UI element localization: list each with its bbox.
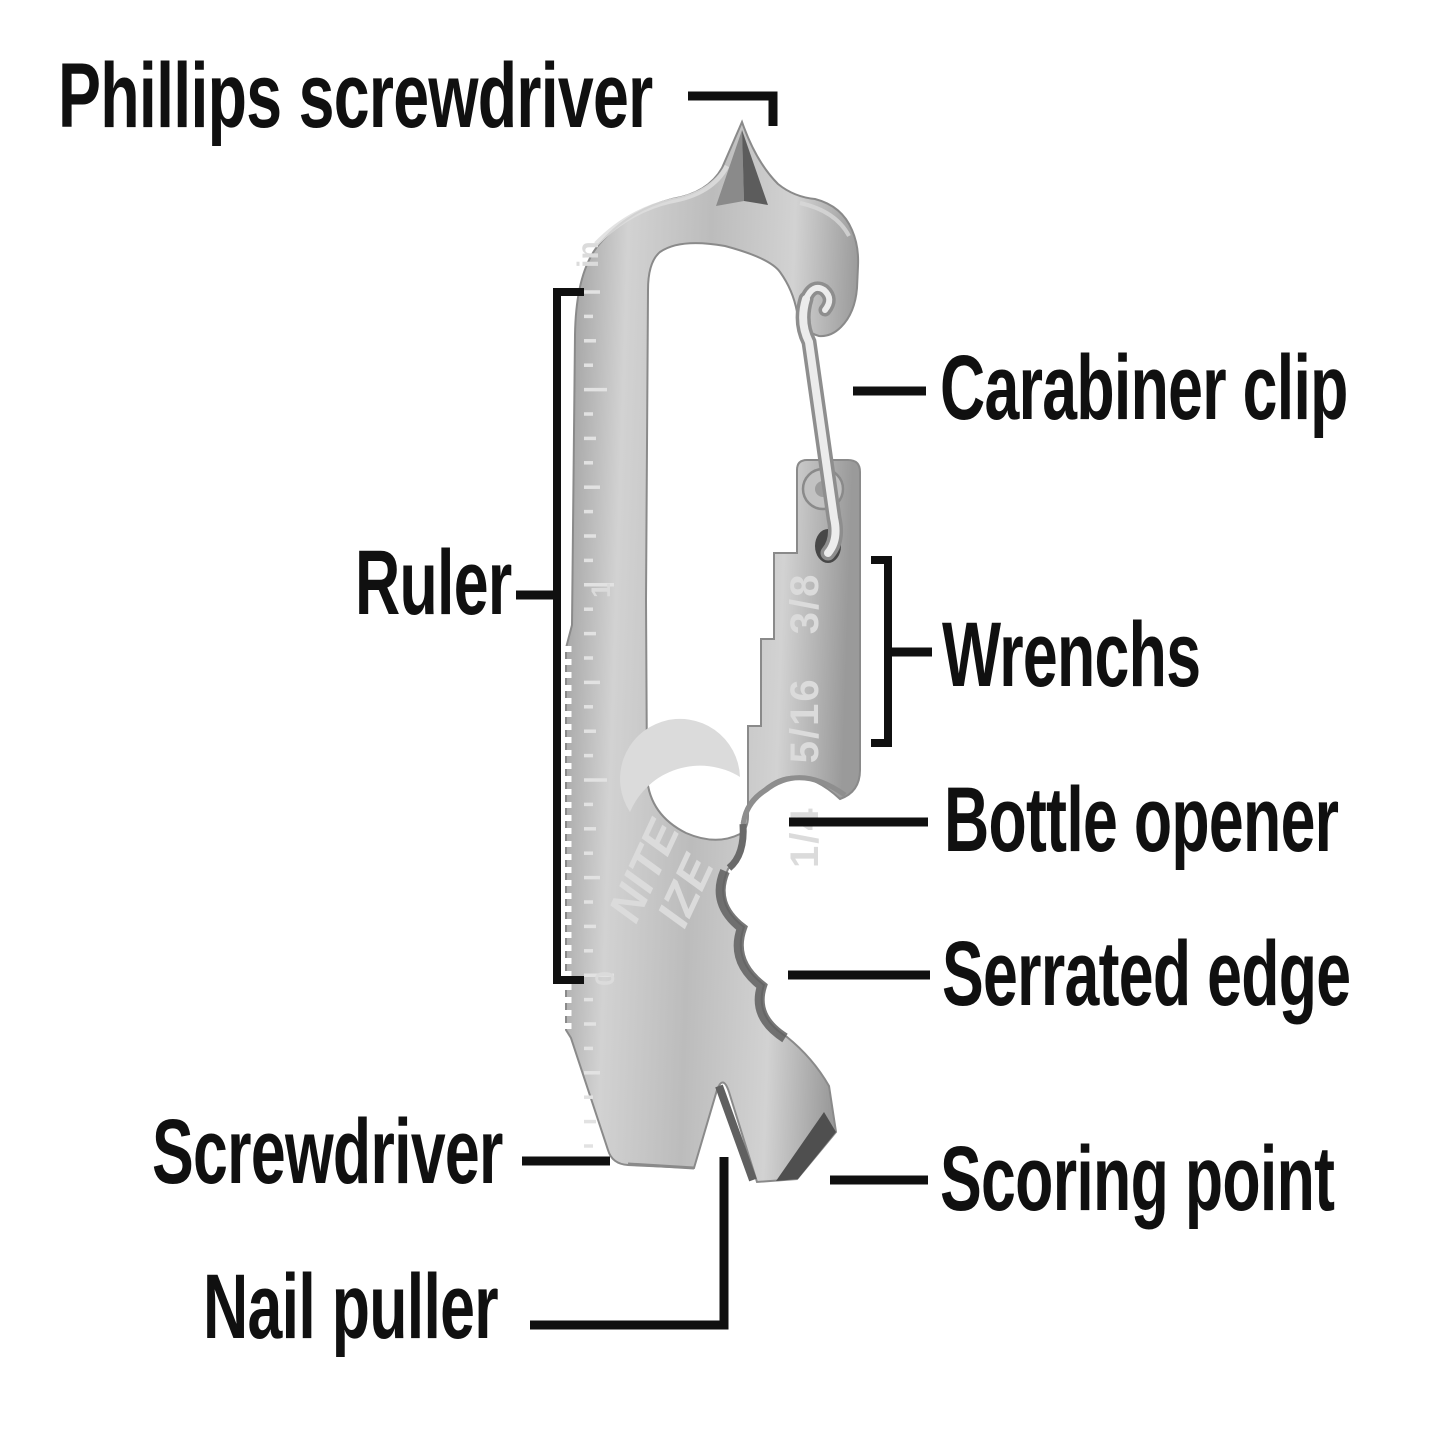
label-carabiner-clip: Carabiner clip xyxy=(940,337,1348,439)
phillips-groove-shadow xyxy=(742,130,768,205)
wrench-size-1-4: 1/4 xyxy=(783,806,827,868)
label-bottle-opener: Bottle opener xyxy=(944,769,1339,871)
label-scoring-point: Scoring point xyxy=(940,1128,1335,1230)
carabiner-wire-gate xyxy=(795,281,843,561)
wrench-size-3-8: 3/8 xyxy=(783,573,827,635)
ruler-ticks xyxy=(584,290,614,1148)
nail-puller-connector xyxy=(530,1157,729,1330)
wrench-size-5-16: 5/16 xyxy=(783,677,827,763)
ruler-unit-label: in xyxy=(572,241,605,268)
serration-shading xyxy=(715,869,788,1043)
wrench-bracket xyxy=(871,556,892,747)
scoring-bevel xyxy=(776,1112,836,1181)
phillips-groove xyxy=(716,130,744,206)
label-serrated-edge: Serrated edge xyxy=(942,923,1351,1025)
label-phillips-screwdriver: Phillips screwdriver xyxy=(58,45,653,147)
ruler-number-1: 1 xyxy=(586,583,616,598)
nail-notch-shading xyxy=(715,1084,757,1182)
crescent-moon-icon xyxy=(620,718,740,812)
bottle-opener-shading xyxy=(740,775,847,825)
ruler-number-0: 0 xyxy=(590,971,620,986)
left-foot-edge xyxy=(627,1162,695,1170)
ruler-bracket xyxy=(553,288,584,984)
label-ruler: Ruler xyxy=(355,532,512,634)
opener-lip-shading xyxy=(726,823,747,871)
label-wrenches: Wrenchs xyxy=(942,604,1201,706)
label-screwdriver: Screwdriver xyxy=(152,1101,503,1203)
shoulder-highlight xyxy=(799,201,851,237)
connector-lines xyxy=(516,91,932,1330)
arch-highlight xyxy=(594,164,730,246)
label-nail-puller: Nail puller xyxy=(203,1256,499,1358)
tool-body xyxy=(565,119,861,1184)
phillips-connector xyxy=(688,91,778,126)
wrench-size-engravings: 1/4 5/16 3/8 xyxy=(783,573,827,868)
